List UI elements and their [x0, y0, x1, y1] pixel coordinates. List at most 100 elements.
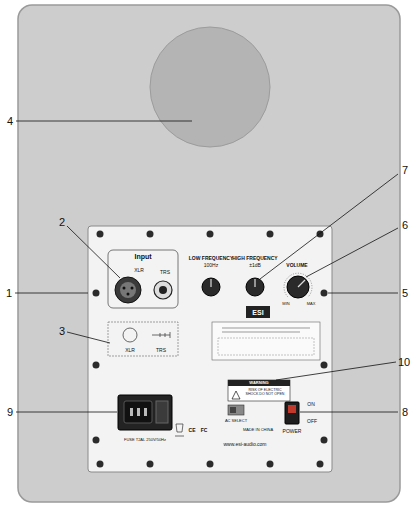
iec-pin	[130, 408, 133, 416]
screw	[93, 437, 100, 444]
switch-state: OFF	[307, 419, 317, 424]
website-url: www.esi-audio.com	[223, 442, 266, 447]
xlr-insert	[120, 282, 136, 298]
leader-line	[67, 226, 120, 278]
trs-jack	[154, 281, 172, 299]
screw	[93, 290, 100, 297]
warning-band	[228, 380, 290, 386]
control-value: ±1dB	[249, 263, 261, 268]
low-frequency-knob	[202, 278, 220, 296]
input-frame	[108, 250, 178, 308]
control-label: LOW FREQUENCY	[189, 256, 233, 261]
high-frequency-knob	[246, 278, 264, 296]
iec-pin	[144, 408, 147, 416]
screw	[267, 461, 274, 468]
fuse-rating: FUSE T2AL 250V/50Hz	[124, 438, 166, 442]
screw	[97, 461, 104, 468]
control-label: VOLUME	[286, 263, 307, 268]
leader-line	[16, 121, 192, 122]
callout-number: 9	[7, 407, 13, 418]
warning-heading: WARNING	[249, 381, 268, 385]
screw	[147, 231, 154, 238]
callout-number: 2	[59, 217, 65, 228]
leader-lines	[15, 121, 398, 412]
screw	[321, 437, 328, 444]
switch-label: POWER	[283, 429, 302, 434]
label-print	[222, 328, 310, 329]
cabinet	[18, 5, 400, 502]
ac-select-slider	[230, 407, 236, 413]
callout-number: 4	[7, 116, 13, 127]
rear-plate	[88, 226, 332, 472]
xlr-connector	[115, 277, 141, 303]
screw	[93, 362, 100, 369]
xlr-pin	[131, 287, 134, 290]
screws	[93, 231, 328, 468]
trs-pin-diagram	[152, 332, 170, 338]
leader-line	[306, 228, 398, 277]
callout-number: 1	[6, 288, 12, 299]
switch-label: AC SELECT	[225, 419, 247, 423]
knob-pointer	[298, 280, 305, 287]
warning-text: RISK OF ELECTRIC SHOCK DO NOT OPEN	[243, 389, 287, 397]
leader-line	[67, 332, 110, 343]
knob-pointer	[254, 279, 255, 287]
iec-socket	[124, 401, 152, 423]
power-rocker	[288, 405, 296, 413]
ac-select-switch	[228, 405, 244, 415]
leader-line	[15, 293, 88, 294]
pin-diagram-frame	[108, 322, 178, 356]
warning-label	[228, 380, 290, 401]
scale-label: MIN	[282, 302, 289, 306]
weee-symbol	[175, 424, 184, 436]
knob-pointer	[210, 279, 211, 287]
brand-logo: ESI	[252, 309, 263, 316]
logo-badge	[246, 306, 270, 318]
iec-power-inlet	[118, 395, 172, 430]
pin-diagram-label: TRS	[156, 348, 166, 353]
screw	[321, 290, 328, 297]
callout-number: 3	[59, 326, 65, 337]
connector-label: XLR	[134, 268, 144, 273]
certification-mark: FC	[201, 428, 208, 433]
origin-note: MADE IN CHINA	[243, 428, 273, 432]
leader-line	[16, 412, 117, 413]
screw	[147, 461, 154, 468]
control-value: 100Hz	[204, 263, 218, 268]
panel-heading: Input	[134, 253, 151, 260]
iec-pin	[137, 408, 140, 416]
volume-scale	[284, 273, 312, 297]
trs-hole	[159, 286, 167, 294]
screw	[267, 231, 274, 238]
leader-line	[276, 362, 396, 380]
certification-mark: CE	[189, 428, 196, 433]
xlr-pin-diagram	[123, 328, 137, 342]
bass-port	[150, 27, 270, 147]
screw	[321, 362, 328, 369]
xlr-pin	[127, 293, 130, 296]
screw	[317, 461, 324, 468]
power-switch	[285, 402, 299, 424]
callout-number: 6	[402, 220, 408, 231]
callout-number: 5	[402, 288, 408, 299]
fuse-drawer	[156, 401, 168, 423]
connector-label: TRS	[160, 270, 170, 275]
control-label: HIGH FREQUENCY	[232, 256, 277, 261]
leader-line	[328, 293, 398, 294]
warning-triangle	[232, 391, 240, 399]
volume-knob	[287, 276, 309, 298]
model-label-inner	[218, 338, 314, 355]
screw	[207, 461, 214, 468]
callout-number: 7	[402, 165, 408, 176]
callout-number: 8	[402, 407, 408, 418]
pin-diagram-label: XLR	[125, 348, 135, 353]
leader-line	[260, 174, 398, 279]
scale-label: MAX	[307, 302, 316, 306]
leader-line	[300, 412, 398, 413]
screw	[207, 231, 214, 238]
label-print	[222, 332, 300, 333]
screw	[97, 231, 104, 238]
callout-number: 10	[398, 357, 410, 368]
